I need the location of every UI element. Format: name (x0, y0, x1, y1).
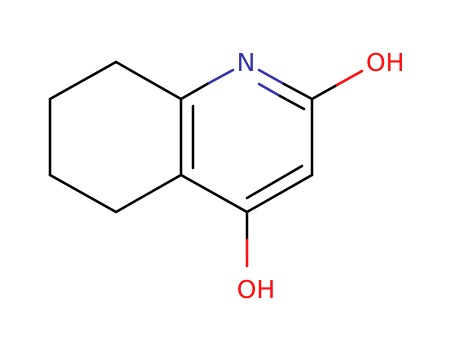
bond-c8a-c8 (114, 60, 183, 101)
pyridine-ring (179, 68, 314, 214)
bond-c8-c7 (48, 60, 118, 101)
bond-c8a-n1-b (207, 68, 235, 85)
bond-c2-o-a (310, 83, 339, 101)
cyclohexane-ring (48, 60, 183, 214)
bond-c2-o-b (335, 69, 364, 87)
bond-c8a-n1-a (179, 81, 211, 101)
bond-n1-c2-b (282, 82, 314, 101)
bond-c6-c5 (48, 173, 118, 214)
hydroxyl-label-c4: OH (237, 275, 275, 304)
bond-c3-c4 (245, 173, 314, 214)
bond-n1-c2-a (257, 68, 286, 86)
bond-n1-c2-inner-b (278, 94, 306, 111)
bond-c5-c4a (114, 173, 183, 214)
bond-n1-c2-inner-a (257, 82, 282, 98)
hydroxyl-label-c2: OH (366, 48, 404, 77)
hydroxyl-bonds (245, 69, 364, 268)
bond-c3-c4-inner (245, 164, 304, 200)
bond-c4-c4a (179, 173, 249, 214)
nitrogen-label: N (237, 48, 256, 77)
